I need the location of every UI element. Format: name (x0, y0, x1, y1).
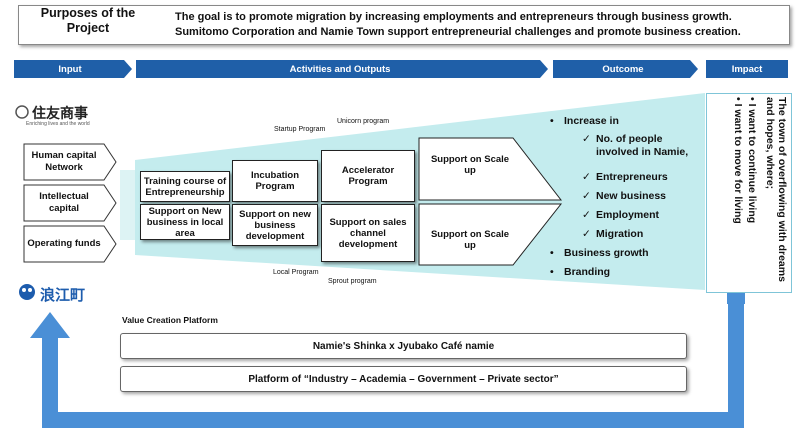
impact-header: Impact (731, 63, 763, 75)
activities-header-arrow (136, 60, 548, 78)
check-icon: ✓ (582, 209, 591, 221)
loop-arrowhead (30, 312, 70, 338)
impact-text: The town of overflowing with dreams and … (710, 97, 788, 287)
outcome-people-involved: No. of people involved in Namie, (596, 133, 689, 158)
loop-top-stub (727, 290, 745, 304)
activity-training-course: Training course of Entrepreneurship (140, 171, 230, 202)
outcome-header: Outcome (602, 63, 644, 75)
check-icon: ✓ (582, 133, 591, 145)
startup-program-label: Startup Program (274, 126, 326, 133)
outcome-branding: Branding (564, 266, 611, 278)
activity-scale-up-top: Support on Scale up (430, 154, 510, 176)
platform-title: Value Creation Platform (122, 315, 218, 325)
check-icon: ✓ (582, 190, 591, 202)
impact-item-1: • I want to continue living (746, 97, 758, 224)
input-operating-funds: Operating funds (27, 238, 101, 249)
input-header: Input (58, 63, 82, 75)
namie-logo-text: 浪江町 (40, 287, 86, 304)
outcome-increase: Increase in (564, 115, 619, 127)
sumitomo-logo-text: 住友商事 (32, 105, 88, 121)
input-human-capital: Human capital Network (31, 150, 97, 173)
input-box-3-shape (23, 225, 117, 263)
sprout-program-label: Sprout program (328, 278, 377, 285)
outcome-business-growth: Business growth (564, 247, 649, 259)
purpose-title: Purposes of the Project (40, 6, 136, 35)
activity-scale-up-top-shape (418, 137, 563, 201)
activity-sales-channel: Support on sales channel development (321, 204, 415, 262)
impact-item-2-text: I want to move for living (732, 103, 744, 224)
outcome-migration: Migration (596, 228, 644, 240)
activity-accelerator: Accelerator Program (321, 150, 415, 202)
impact-item-1-text: I want to continue living (746, 103, 758, 224)
purpose-line-2: Sumitomo Corporation and Namie Town supp… (175, 26, 741, 38)
sumitomo-mark-icon (15, 105, 29, 119)
outcome-employment: Employment (596, 209, 660, 221)
unicorn-program-label: Unicorn program (337, 118, 390, 125)
sumitomo-tagline: Enriching lives and the world (26, 121, 90, 127)
impact-item-2: • I want to move for living (732, 97, 744, 224)
outcome-branding-bullet: • (550, 266, 554, 278)
outcome-header-arrow (553, 60, 698, 78)
input-box-1-shape (23, 143, 117, 181)
platform-box-industry: Platform of “Industry – Academia – Gover… (120, 366, 687, 392)
namie-mark-icon (19, 284, 35, 300)
activity-incubation: Incubation Program (232, 160, 318, 202)
input-intellectual-capital: Intellectual capital (39, 191, 89, 214)
activity-scale-up-bottom: Support on Scale up (430, 229, 510, 251)
loop-arrow (42, 300, 744, 428)
platform-box-shinka: Namie's Shinka x Jyubako Café namie (120, 333, 687, 359)
check-icon: ✓ (582, 228, 591, 240)
impact-header-bar (706, 60, 788, 78)
outcome-growth-bullet: • (550, 247, 554, 259)
input-box-2-shape (23, 184, 117, 222)
local-program-label: Local Program (273, 269, 319, 276)
outcome-entrepreneurs: Entrepreneurs (596, 171, 668, 183)
purpose-line-1: The goal is to promote migration by incr… (175, 11, 732, 23)
activity-new-business-local: Support on New business in local area (140, 204, 230, 240)
purpose-box (18, 5, 790, 45)
activities-header: Activities and Outputs (289, 63, 391, 75)
check-icon: ✓ (582, 171, 591, 183)
activity-new-business-dev: Support on new business development (232, 204, 318, 246)
impact-lead: The town of overflowing with dreams and … (764, 97, 788, 282)
input-header-arrow (14, 60, 132, 78)
outcome-increase-bullet: • (550, 115, 554, 127)
outcome-new-business: New business (596, 190, 667, 202)
impact-box (706, 93, 792, 293)
activity-scale-up-bottom-shape (418, 203, 563, 266)
